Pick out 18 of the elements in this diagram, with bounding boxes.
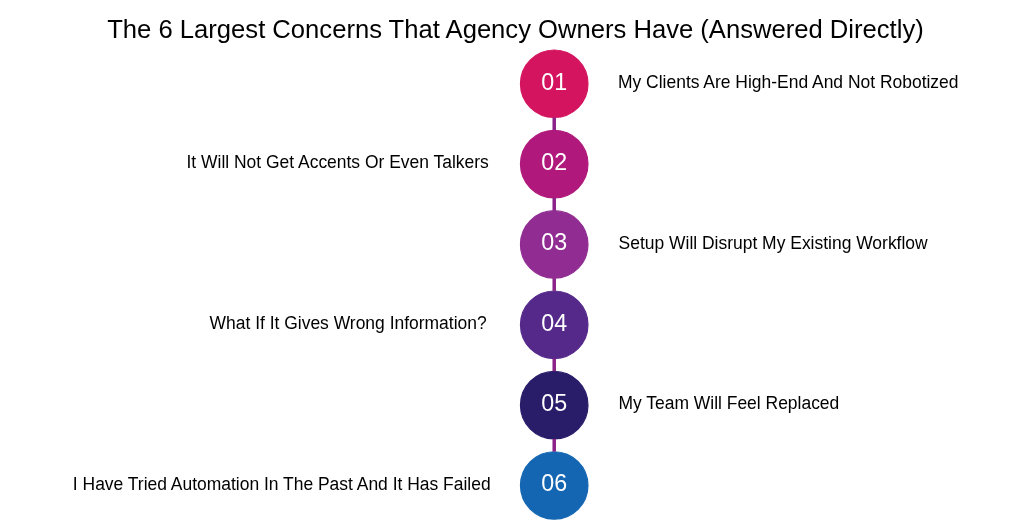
node-circle: 02 — [519, 129, 589, 199]
node-circle: 01 — [519, 49, 589, 119]
node-circle: 03 — [519, 210, 589, 279]
node-label: I Have Tried Automation In The Past And It Has Failed — [72, 473, 491, 494]
node-label: Setup Will Disrupt My Existing Workflow — [618, 232, 928, 253]
connector — [551, 278, 556, 291]
node-label: What If It Gives Wrong Information? — [209, 312, 487, 333]
node-circle: 04 — [519, 290, 589, 360]
diagram-title: The 6 Largest Concerns That Agency Owners Have (Answered Directly) — [106, 14, 924, 43]
node-label: My Team Will Feel Replaced — [617, 393, 839, 414]
node-label: It Will Not Get Accents Or Even Talkers — [185, 152, 489, 173]
connector — [551, 438, 556, 452]
connector — [551, 197, 556, 211]
node-label: My Clients Are High-End And Not Robotized — [617, 71, 959, 92]
node-circle: 05 — [519, 370, 589, 440]
node-circle: 06 — [519, 451, 589, 520]
connector — [551, 117, 556, 131]
connector — [551, 358, 556, 372]
